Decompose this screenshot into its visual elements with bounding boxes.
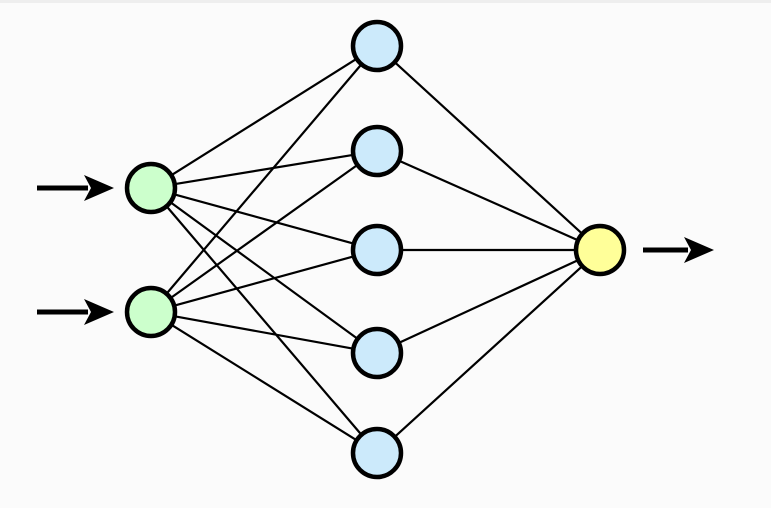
output-arrow-1 bbox=[643, 237, 714, 263]
edge-h4-o1 bbox=[395, 258, 582, 345]
hidden-node-2[interactable] bbox=[350, 124, 404, 178]
input-arrow-2 bbox=[37, 299, 114, 325]
input-node-2[interactable] bbox=[124, 285, 178, 339]
edge-h1-o1 bbox=[392, 59, 585, 237]
output-arrow-1-head bbox=[684, 237, 714, 263]
edge-i2-h1 bbox=[164, 61, 364, 297]
edge-i1-h2 bbox=[171, 153, 357, 186]
input-node-1[interactable] bbox=[124, 161, 178, 215]
edge-i1-h1 bbox=[168, 56, 360, 178]
hidden-node-5[interactable] bbox=[350, 426, 404, 480]
edge-i1-h4 bbox=[167, 199, 361, 342]
nodes-group bbox=[124, 19, 627, 480]
canvas-top-divider bbox=[0, 0, 771, 3]
hidden-node-4[interactable] bbox=[350, 326, 404, 380]
hidden-node-3[interactable] bbox=[350, 223, 404, 277]
io-arrows-group bbox=[37, 175, 714, 325]
edge-i2-h2 bbox=[167, 162, 361, 301]
edge-i2-h4 bbox=[171, 314, 357, 351]
edge-i1-h5 bbox=[164, 203, 364, 438]
edge-h2-o1 bbox=[396, 158, 581, 243]
input-arrow-1-head bbox=[84, 175, 114, 201]
edge-i2-h3 bbox=[171, 254, 357, 308]
output-node-1[interactable] bbox=[573, 223, 627, 277]
edge-h5-o1 bbox=[392, 263, 585, 440]
edges-group bbox=[164, 56, 585, 443]
input-arrow-1 bbox=[37, 175, 114, 201]
edge-i2-h5 bbox=[168, 322, 360, 443]
edge-i1-h3 bbox=[171, 192, 357, 246]
hidden-node-1[interactable] bbox=[350, 19, 404, 73]
input-arrow-2-head bbox=[84, 299, 114, 325]
